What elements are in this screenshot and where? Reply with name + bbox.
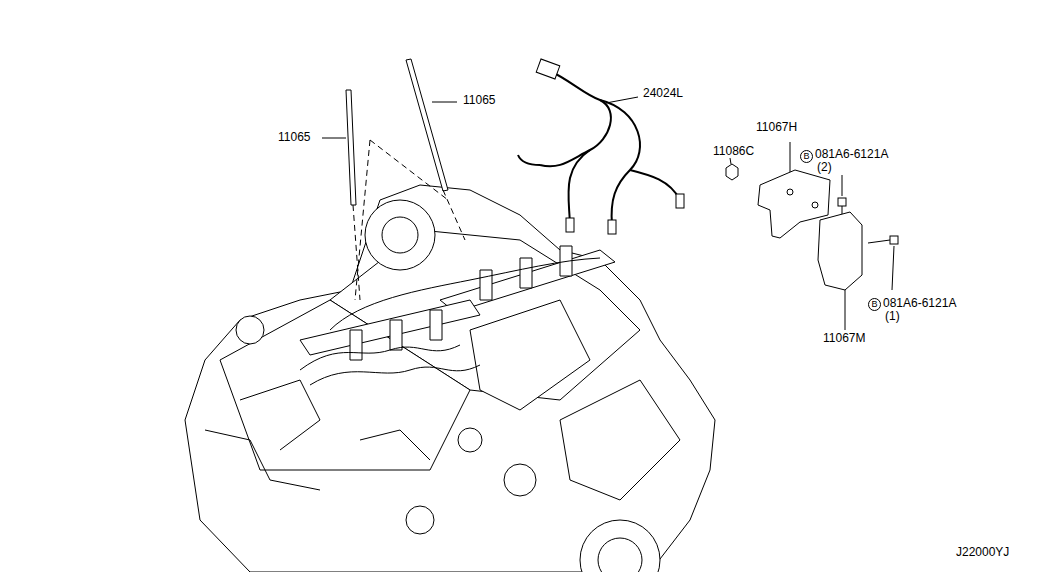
part-number: 11067H xyxy=(755,121,798,134)
part-number: 11086C xyxy=(712,145,755,158)
circle-symbol: B xyxy=(868,298,881,311)
part-number: 24024L xyxy=(642,87,684,100)
bolt-number: 081A6-6121A xyxy=(882,297,957,310)
circle-symbol: B xyxy=(800,150,813,163)
bolt-number: 081A6-6121A xyxy=(814,148,889,161)
part-number: 11067M xyxy=(822,332,866,345)
quantity: (2) xyxy=(816,161,833,174)
quantity: (1) xyxy=(884,310,901,323)
part-number: 11065 xyxy=(462,94,496,107)
part-number: 11065 xyxy=(277,131,311,144)
diagram-code: J22000YJ xyxy=(955,546,1010,559)
